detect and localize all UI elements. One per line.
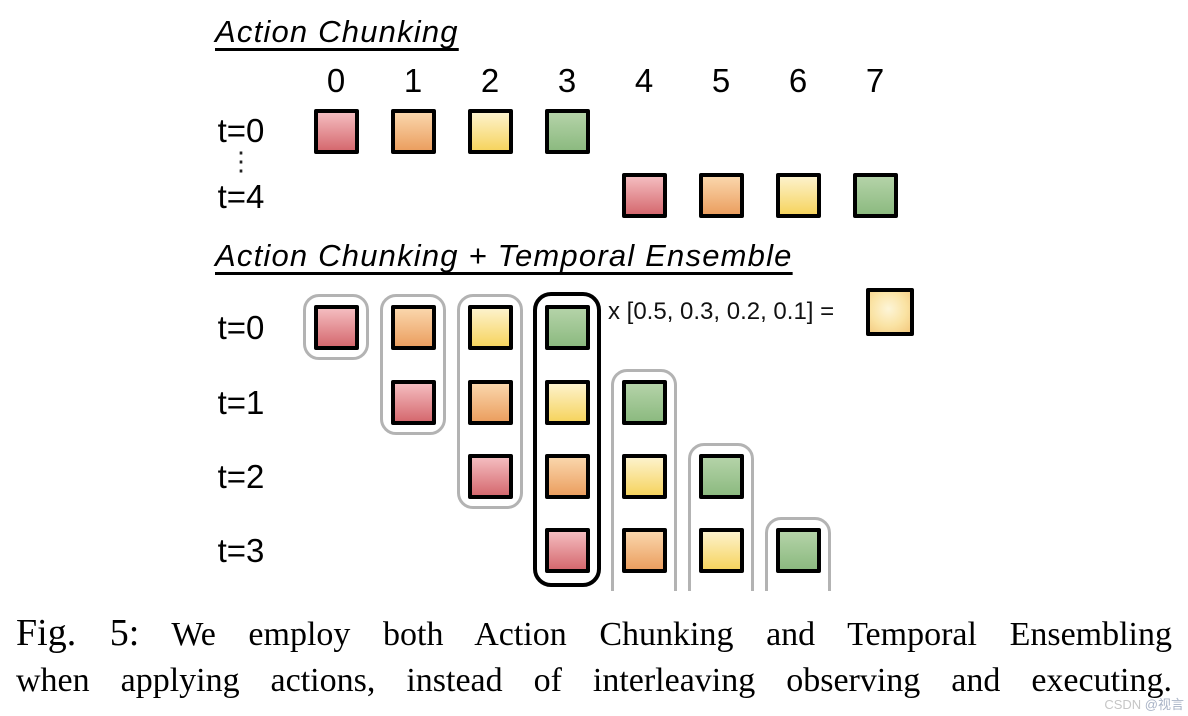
- temporal-ensemble-title: Action Chunking + Temporal Ensemble: [215, 238, 793, 273]
- action-square-yellow: [776, 173, 821, 218]
- watermark: CSDN @视言: [1104, 694, 1184, 713]
- action-square-orange: [391, 109, 436, 154]
- caption-text: We employ both Action Chunking and Tempo…: [171, 616, 1172, 653]
- chunk-group-outline: [765, 517, 831, 591]
- timestep-label: t=1: [217, 384, 265, 421]
- action-square-yellow: [545, 380, 590, 425]
- action-square-orange: [545, 454, 590, 499]
- chunk-group-outline: [457, 294, 523, 509]
- action-square-red: [622, 173, 667, 218]
- action-square-green: [622, 380, 667, 425]
- ensembled-action-square: [866, 288, 914, 336]
- timestep-label: t=3: [217, 532, 265, 569]
- action-square-orange: [468, 380, 513, 425]
- action-square-yellow: [699, 528, 744, 573]
- column-label: 0: [326, 62, 346, 99]
- timestep-label: t=0: [217, 112, 265, 149]
- temporal-ensemble-diagram: x [0.5, 0.3, 0.2, 0.1] = t=0 t=1 t=2 t=3: [0, 282, 1000, 591]
- watermark-handle: @视言: [1144, 697, 1184, 712]
- action-square-green: [853, 173, 898, 218]
- column-label: 2: [480, 62, 500, 99]
- chunk-group-outline: [303, 294, 369, 360]
- column-label: 5: [711, 62, 731, 99]
- chunk-group-outline: [611, 369, 677, 591]
- chunk-group-outline: [688, 443, 754, 591]
- ensemble-weights-formula: x [0.5, 0.3, 0.2, 0.1] =: [608, 298, 835, 325]
- action-square-orange: [699, 173, 744, 218]
- column-label: 4: [634, 62, 654, 99]
- action-square-orange: [391, 305, 436, 350]
- action-square-red: [391, 380, 436, 425]
- action-chunking-diagram: 0 1 2 3 4 5 6 7 t=0 t=4⋮: [0, 0, 1188, 282]
- caption-line-2: when applying actions, instead of interl…: [16, 662, 1172, 699]
- column-label: 7: [865, 62, 885, 99]
- caption-line-1: Fig. 5: We employ both Action Chunking a…: [16, 610, 1172, 658]
- vertical-ellipsis-icon: ⋮: [228, 146, 254, 176]
- column-label: 3: [557, 62, 577, 99]
- watermark-site: CSDN: [1104, 697, 1145, 712]
- column-label: 1: [403, 62, 423, 99]
- action-square-green: [699, 454, 744, 499]
- action-chunking-title: Action Chunking: [215, 14, 459, 49]
- figure-caption: Fig. 5: We employ both Action Chunking a…: [16, 610, 1172, 704]
- timestep-label: t=4: [217, 178, 265, 215]
- action-square-yellow: [468, 109, 513, 154]
- action-square-green: [545, 305, 590, 350]
- figure-number-label: Fig. 5:: [16, 612, 140, 654]
- action-square-green: [776, 528, 821, 573]
- action-square-red: [314, 109, 359, 154]
- action-square-red: [468, 454, 513, 499]
- chunk-group-outline: [380, 294, 446, 435]
- column-label: 6: [788, 62, 808, 99]
- timestep-label: t=2: [217, 458, 265, 495]
- action-square-red: [314, 305, 359, 350]
- timestep-label: t=0: [217, 309, 265, 346]
- action-square-orange: [622, 528, 667, 573]
- action-square-red: [545, 528, 590, 573]
- action-square-green: [545, 109, 590, 154]
- action-square-yellow: [622, 454, 667, 499]
- action-square-yellow: [468, 305, 513, 350]
- chunk-group-highlight: [533, 292, 601, 587]
